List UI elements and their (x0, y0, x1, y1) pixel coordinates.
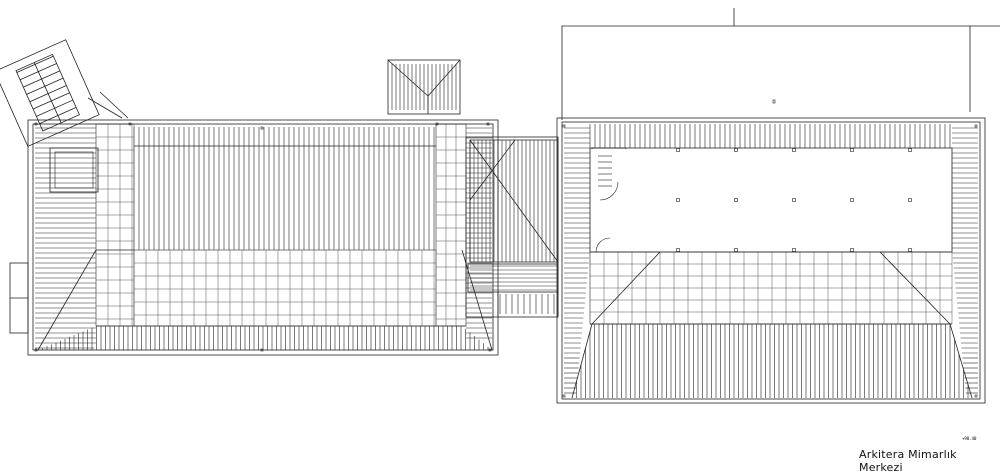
marker (260, 126, 264, 130)
door-swing (595, 237, 611, 253)
roof-box-outline (387, 59, 461, 115)
connector-hip (469, 139, 516, 201)
marker (772, 99, 776, 104)
column (850, 198, 854, 202)
inner-flat-area (589, 147, 953, 253)
hip-line (461, 249, 493, 351)
right-building-outline (556, 117, 986, 404)
hip-line (949, 323, 973, 399)
column (734, 248, 738, 252)
marker (488, 348, 492, 352)
stair-divider (33, 62, 62, 123)
marker (562, 394, 566, 398)
marker (34, 122, 38, 126)
column (676, 148, 680, 152)
watermark-box (846, 444, 996, 466)
right-building-inner (561, 121, 981, 400)
column (734, 148, 738, 152)
hip-line (37, 249, 97, 351)
column (676, 198, 680, 202)
roof-box-hip (427, 59, 461, 97)
column (850, 248, 854, 252)
roof-box-hip (387, 59, 429, 97)
skylight-inner (54, 151, 94, 189)
column (908, 148, 912, 152)
stair-tower-outline (0, 39, 100, 147)
skylight-box (49, 147, 99, 193)
column (908, 198, 912, 202)
left-skylight-grid-b-frame (133, 249, 437, 327)
marker (128, 122, 132, 126)
door-swing (599, 181, 619, 201)
roof-tile-hatching (35, 64, 978, 398)
roof-details (34, 99, 978, 398)
column (792, 148, 796, 152)
left-skylight-grid-a-frame (95, 123, 135, 327)
stair-tower (0, 39, 100, 147)
tower-connector (87, 97, 123, 119)
tower-connector (99, 91, 129, 119)
hip-line (591, 251, 661, 325)
building-outlines (0, 8, 1000, 404)
column (792, 248, 796, 252)
marker (260, 348, 264, 352)
column (908, 248, 912, 252)
marker (974, 124, 978, 128)
connector-hip (469, 139, 559, 263)
watermark: Arkitera Mimarlık Merkezi (859, 448, 957, 474)
column (850, 148, 854, 152)
roof-grid-lines (95, 123, 953, 327)
hip-line (571, 323, 593, 399)
level-note: +98.40 (962, 436, 977, 441)
marker (974, 394, 978, 398)
left-skylight-grid-c-frame (435, 123, 467, 327)
left-building-outline (27, 119, 499, 356)
column (734, 198, 738, 202)
marker (34, 348, 38, 352)
connector-strip (467, 263, 559, 293)
marker (435, 122, 439, 126)
hip-line (879, 251, 951, 325)
marker (562, 124, 566, 128)
column (792, 198, 796, 202)
site-boundary (561, 8, 971, 120)
column (676, 248, 680, 252)
inner-fill (591, 149, 951, 251)
marker (486, 122, 490, 126)
